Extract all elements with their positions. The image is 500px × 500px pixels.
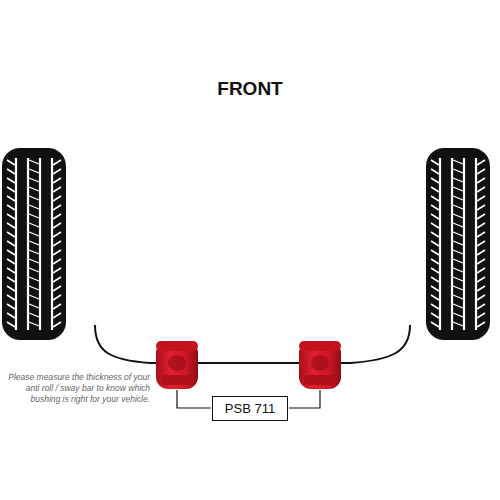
leader-line [289, 390, 320, 408]
leader-line [177, 390, 211, 408]
bushing [299, 341, 341, 389]
anti-roll-bar [95, 325, 410, 363]
title: FRONT [0, 78, 500, 100]
tire [426, 148, 490, 340]
bushing [156, 341, 198, 389]
tire [2, 148, 66, 340]
note-text: Please measure the thickness of your ant… [8, 372, 150, 405]
part-number-box: PSB 711 [212, 396, 288, 421]
part-number: PSB 711 [225, 401, 275, 416]
